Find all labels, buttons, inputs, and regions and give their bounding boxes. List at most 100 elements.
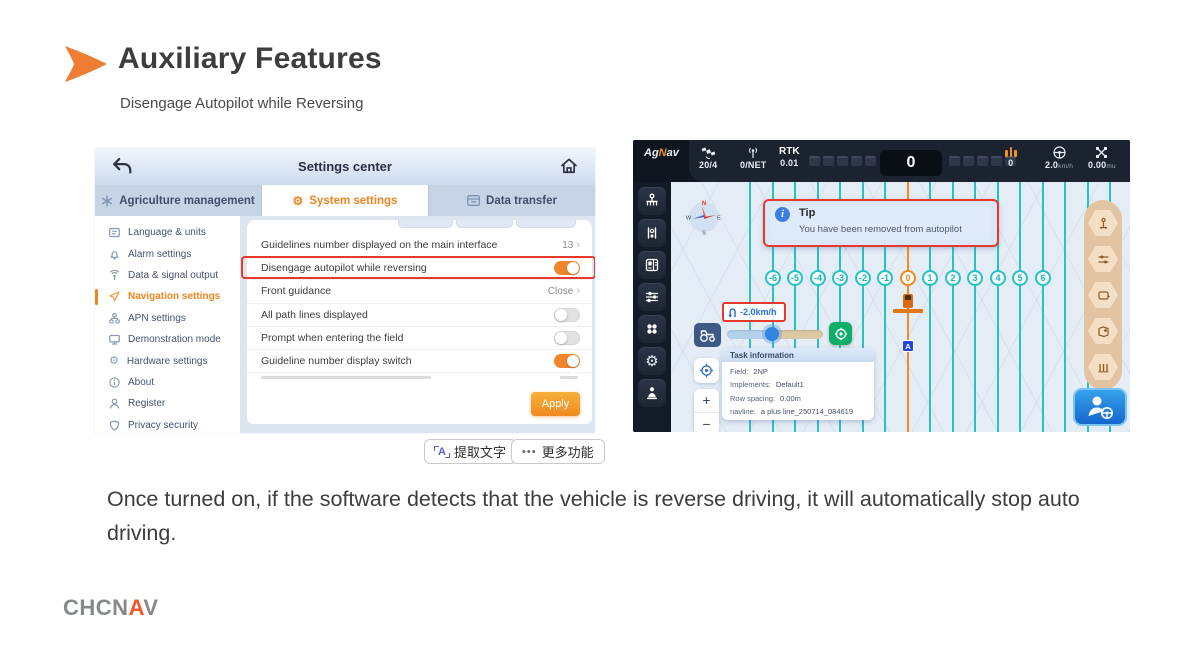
sidebar-item-apn-settings[interactable]: APN settings <box>95 308 240 329</box>
vehicle-button[interactable] <box>694 323 721 347</box>
rows-button[interactable] <box>1088 354 1118 380</box>
implement-width-marker <box>893 309 923 313</box>
antenna-icon <box>749 147 758 158</box>
line-number: -2 <box>855 270 871 286</box>
reverse-speed-indicator: -2.0km/h <box>722 302 786 322</box>
steering-wheel-icon <box>1052 146 1066 159</box>
sidebar-item-language-units[interactable]: Language & units <box>95 222 240 243</box>
locate-button[interactable] <box>694 358 719 383</box>
row-prompt-entering-field[interactable]: Prompt when entering the field <box>247 327 592 350</box>
line-number: 6 <box>1035 270 1051 286</box>
svg-text:N: N <box>702 201 706 207</box>
row-guideline-number-switch[interactable]: Guideline number display switch <box>247 350 592 374</box>
guideline-number-switch-toggle[interactable] <box>554 354 580 369</box>
operator-button[interactable] <box>638 379 666 407</box>
satellite-icon <box>701 147 715 159</box>
all-path-lines-toggle[interactable] <box>554 307 580 322</box>
sections-button[interactable] <box>638 315 666 343</box>
sidebar-label: Hardware settings <box>126 355 208 367</box>
row-front-guidance[interactable]: Front guidance Close› <box>247 280 592 304</box>
implement-planter-button[interactable] <box>638 187 666 215</box>
more-functions-button[interactable]: ••• 更多功能 <box>511 439 605 464</box>
sidebar-label: APN settings <box>128 312 186 324</box>
hitch-button[interactable] <box>1088 210 1118 236</box>
extract-text-label: 提取文字 <box>453 445 506 460</box>
boundary-button[interactable] <box>1088 282 1118 308</box>
row-label: Front guidance <box>261 285 332 298</box>
lightbar-slider[interactable] <box>727 327 823 341</box>
sidebar-label: Register <box>128 398 166 410</box>
implement-tool-button[interactable] <box>638 219 666 247</box>
shield-icon <box>109 420 120 431</box>
target-icon <box>834 327 847 340</box>
tab-label: Agriculture management <box>119 194 255 207</box>
engage-autopilot-button[interactable] <box>829 322 852 345</box>
tab-label: System settings <box>309 194 398 207</box>
reverse-speed-value: -2.0km/h <box>740 307 777 317</box>
settings-panel: Guidelines number displayed on the main … <box>241 220 595 424</box>
network-status: 0/NET <box>740 146 767 170</box>
task-information-panel: Task information Field:2NP Implements:De… <box>722 348 874 420</box>
chcnav-logo: CHCNAV <box>63 595 159 620</box>
tip-title: Tip <box>799 207 816 219</box>
user-icon <box>109 398 120 409</box>
task-rowspacing-row: Row spacing:0.00m <box>730 393 801 403</box>
gear-icon: ⚙ <box>645 352 659 370</box>
apply-button[interactable]: Apply <box>531 392 580 416</box>
back-icon[interactable] <box>111 156 133 180</box>
adjust-button[interactable] <box>1088 246 1118 272</box>
row-all-path-lines[interactable]: All path lines displayed <box>247 304 592 327</box>
sidebar-item-navigation-settings[interactable]: Navigation settings <box>95 286 240 307</box>
disengage-autopilot-toggle[interactable] <box>554 261 580 276</box>
row-guidelines-number[interactable]: Guidelines number displayed on the main … <box>247 234 592 258</box>
sidebar-item-data-signal-output[interactable]: Data & signal output <box>95 265 240 286</box>
sidebar-item-hardware-settings[interactable]: ⚙ Hardware settings <box>95 350 240 371</box>
field-map-button[interactable] <box>1088 318 1118 344</box>
sidebar-label: About <box>128 376 155 388</box>
row-disengage-autopilot[interactable]: Disengage autopilot while reversing <box>241 256 595 281</box>
clipped-row <box>247 373 592 382</box>
tip-message: You have been removed from autopilot <box>799 224 962 235</box>
line-number: -4 <box>810 270 826 286</box>
prompt-entering-field-toggle[interactable] <box>554 330 580 345</box>
locate-icon <box>699 363 714 378</box>
home-icon[interactable] <box>559 156 579 181</box>
sidebar-item-alarm-settings[interactable]: Alarm settings <box>95 243 240 264</box>
driver-steering-icon <box>1088 396 1113 419</box>
settings-header: Settings center <box>95 148 595 185</box>
tab-agriculture-management[interactable]: Agriculture management <box>95 185 262 216</box>
settings-button[interactable]: ⚙ <box>638 347 666 375</box>
right-segments <box>949 156 1016 166</box>
sidebar-item-about[interactable]: About <box>95 372 240 393</box>
sidebar-label: Data & signal output <box>128 269 219 281</box>
line-number: 3 <box>967 270 983 286</box>
zoom-controls: + − <box>694 389 719 432</box>
extract-text-button[interactable]: A 提取文字 <box>424 439 517 464</box>
cluster-icon <box>647 324 657 334</box>
sidebar-item-privacy-security[interactable]: Privacy security <box>95 415 240 433</box>
tune-button[interactable] <box>638 283 666 311</box>
gear-icon: ⚙ <box>109 354 119 367</box>
chevron-right-icon: › <box>576 285 580 298</box>
line-number: -1 <box>877 270 893 286</box>
line-number: -3 <box>832 270 848 286</box>
page-subtitle: Disengage Autopilot while Reversing <box>120 95 364 112</box>
zoom-in-button[interactable]: + <box>694 389 719 413</box>
tab-data-transfer[interactable]: Data transfer <box>429 185 595 216</box>
rtk-status: RTK 0.01 <box>779 146 800 169</box>
more-functions-label: 更多功能 <box>541 445 594 460</box>
zoom-out-button[interactable]: − <box>702 415 711 432</box>
ellipsis-icon: ••• <box>522 445 537 458</box>
sliders-icon <box>645 291 659 303</box>
area-icon <box>1096 147 1108 158</box>
sidebar-label: Navigation settings <box>128 291 221 303</box>
autopilot-driver-button[interactable] <box>1073 388 1127 426</box>
console-icon <box>645 258 659 272</box>
tab-system-settings[interactable]: ⚙ System settings <box>262 185 429 216</box>
map-pin-icon <box>1097 325 1109 337</box>
sidebar-item-register[interactable]: Register <box>95 393 240 414</box>
slider-knob[interactable] <box>765 327 779 341</box>
sidebar-item-demonstration-mode[interactable]: Demonstration mode <box>95 329 240 350</box>
row-value: Close <box>547 285 574 297</box>
console-button[interactable] <box>638 251 666 279</box>
